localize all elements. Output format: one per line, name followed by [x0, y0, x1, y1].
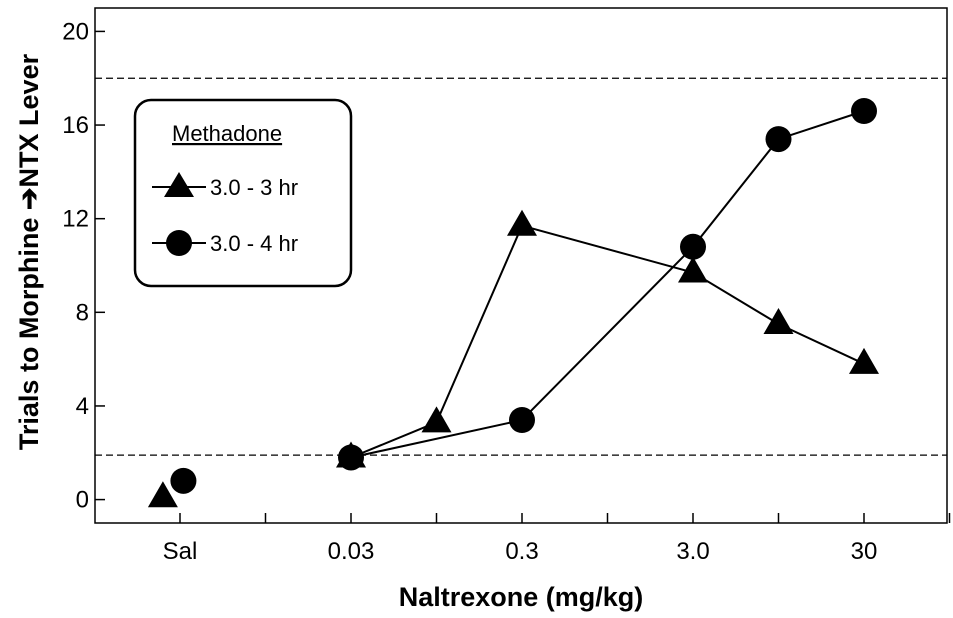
- y-tick-label: 12: [62, 206, 89, 233]
- y-axis-title: Trials to Morphine ➔NTX Lever: [14, 53, 44, 450]
- triangle-point: [678, 256, 708, 283]
- triangle-point: [421, 406, 452, 433]
- series-lines: [350, 110, 865, 459]
- y-axis: 0 4 8 12 16 20: [62, 18, 105, 514]
- x-tick-label: 0.03: [328, 538, 375, 565]
- y-tick-label: 4: [76, 393, 89, 420]
- circle-point: [170, 467, 197, 494]
- plot-frame: [94, 7, 948, 524]
- y-tick-label: 8: [76, 299, 89, 326]
- x-axis: Sal 0.03 0.3 3.0 30: [163, 513, 951, 565]
- triangle-point: [763, 308, 794, 335]
- circle-point: [680, 233, 706, 260]
- x-tick-label: Sal: [163, 538, 198, 565]
- legend-entry-triangle: 3.0 - 3 hr: [210, 175, 298, 200]
- triangle-point: [147, 481, 178, 508]
- legend-entry-circle: 3.0 - 4 hr: [210, 231, 298, 256]
- circle-point: [851, 98, 877, 124]
- triangle-point: [849, 347, 879, 374]
- x-tick-label: 3.0: [676, 538, 709, 565]
- data-markers: [147, 98, 879, 508]
- circle-point: [338, 444, 364, 471]
- legend: Methadone 3.0 - 3 hr 3.0 - 4 hr: [133, 98, 353, 288]
- y-tick-label: 0: [76, 487, 89, 514]
- series-line-circle: [350, 110, 865, 459]
- x-tick-label: 30: [851, 538, 878, 565]
- circle-point: [765, 126, 792, 153]
- series-line-triangle: [350, 224, 865, 459]
- y-tick-label: 16: [62, 112, 89, 139]
- reference-lines: [95, 77, 947, 456]
- x-tick-label: 0.3: [505, 538, 538, 565]
- x-axis-title: Naltrexone (mg/kg): [399, 582, 644, 612]
- y-tick-label: 20: [62, 18, 89, 45]
- circle-point: [509, 407, 535, 433]
- legend-triangle-marker: [164, 172, 194, 197]
- legend-circle-marker: [166, 230, 192, 256]
- triangle-point: [507, 209, 537, 236]
- legend-title: Methadone: [172, 121, 282, 146]
